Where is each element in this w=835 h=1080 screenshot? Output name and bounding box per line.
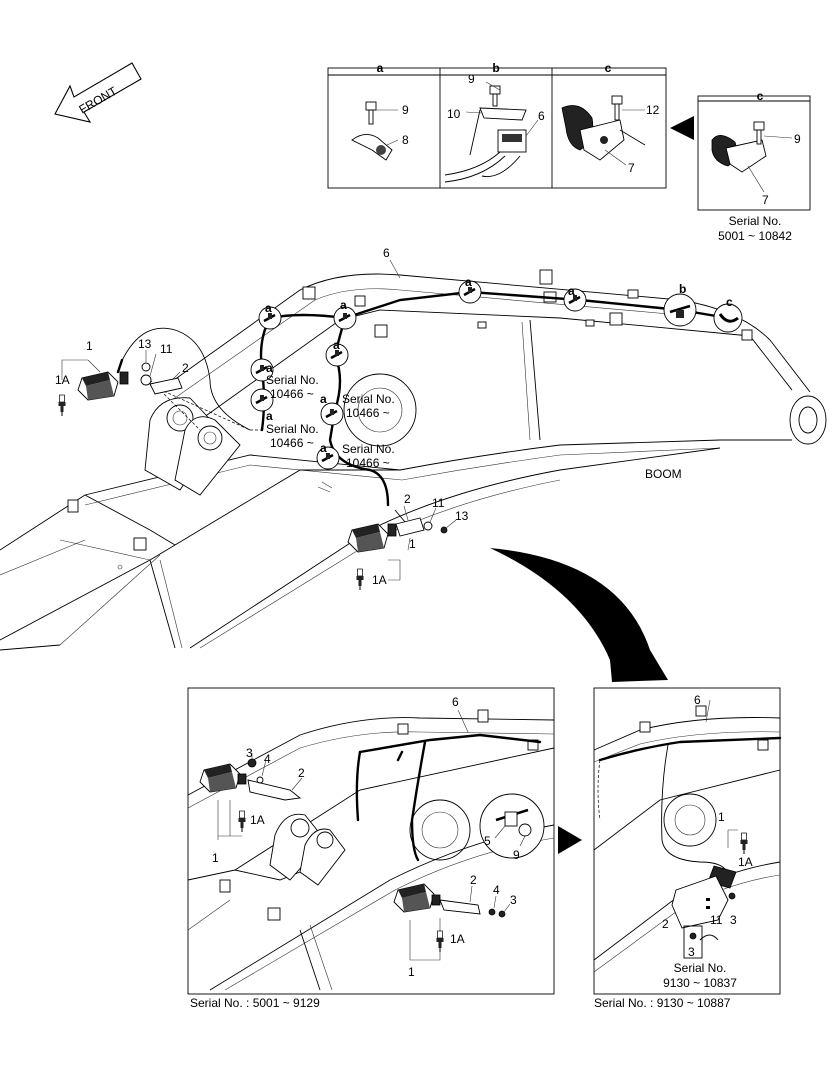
pointer-triangle-icon xyxy=(670,116,694,140)
pointer-triangle-icon xyxy=(558,826,582,854)
callout-6: 6 xyxy=(383,246,390,260)
detail-c-alt-serial-range: 5001 ~ 10842 xyxy=(718,229,792,243)
detail-c-alt-serial-label: Serial No. xyxy=(729,214,782,228)
callout-11: 11 xyxy=(160,342,173,356)
serial-note-range: 10466 ~ xyxy=(346,456,390,470)
detail-c-part-7: 7 xyxy=(628,161,635,175)
inset-left-caption: Serial No. : 5001 ~ 9129 xyxy=(190,996,320,1010)
callout-13-lower: 13 xyxy=(455,509,469,523)
detail-b-drawing xyxy=(444,81,539,183)
detail-b-part-10: 10 xyxy=(447,107,461,121)
detail-c-alt-part-7: 7 xyxy=(762,193,769,207)
inset-left-callout-1ab: 1A xyxy=(450,932,465,946)
detail-a-part-9: 9 xyxy=(402,103,409,117)
inset-right-callout-6: 6 xyxy=(694,693,701,707)
detail-a-letter: a xyxy=(377,61,384,75)
clip-letter-c: c xyxy=(726,295,733,309)
inset-right-caption: Serial No. : 9130 ~ 10887 xyxy=(594,996,731,1010)
serial-note-range: 10466 ~ xyxy=(346,406,390,420)
inset-left-callout-2: 2 xyxy=(298,766,305,780)
detail-c-part-12: 12 xyxy=(646,103,660,117)
inset-left-callout-4b: 4 xyxy=(493,883,500,897)
boom-label: BOOM xyxy=(645,467,682,481)
clip-letter: a xyxy=(340,298,347,312)
inset-right-callout-11: 11 xyxy=(710,913,723,927)
inset-left-callout-5: 5 xyxy=(484,834,491,848)
clip-letter: a xyxy=(333,338,340,352)
clip-letter: a xyxy=(266,409,273,423)
callout-13: 13 xyxy=(138,337,152,351)
inset-right-serial-label: Serial No. xyxy=(674,961,727,975)
callout-2-lower: 2 xyxy=(404,492,411,506)
clip-letter: a xyxy=(320,392,327,406)
inset-left-callout-3b: 3 xyxy=(510,893,517,907)
boom-drawing xyxy=(0,269,827,651)
inset-right-callout-3: 3 xyxy=(730,913,737,927)
serial-note-range: 10466 ~ xyxy=(270,436,314,450)
curved-arrow-icon xyxy=(490,548,668,682)
inset-right-serial-range: 9130 ~ 10837 xyxy=(663,976,737,990)
inset-right-callout-1a: 1A xyxy=(738,855,753,869)
detail-b-part-6: 6 xyxy=(538,109,545,123)
detail-c-alt-letter: c xyxy=(757,89,764,103)
work-lamp-upper xyxy=(58,350,183,417)
clip-letter: a xyxy=(465,275,472,289)
serial-note-label: Serial No. xyxy=(342,442,395,456)
detail-b-letter: b xyxy=(492,61,499,75)
detail-c-alt-panel: c 9 7 xyxy=(697,89,811,211)
clip-letter: a xyxy=(568,284,575,298)
inset-left-callout-6: 6 xyxy=(452,695,459,709)
front-arrow-icon: FRONT xyxy=(54,62,142,123)
detail-a-drawing xyxy=(351,101,399,161)
wiring-harness xyxy=(116,290,730,523)
inset-right-callout-1: 1 xyxy=(718,810,725,824)
callout-1a-lower: 1A xyxy=(372,573,387,587)
inset-left-callout-4: 4 xyxy=(264,752,271,766)
serial-note-range: 10466 ~ xyxy=(270,387,314,401)
inset-right-callout-2: 2 xyxy=(662,917,669,931)
serial-note-label: Serial No. xyxy=(342,392,395,406)
clip-letter: a xyxy=(265,301,272,315)
serial-notes: Serial No. 10466 ~ Serial No. 10466 ~ Se… xyxy=(266,373,395,470)
callout-2: 2 xyxy=(182,361,189,375)
serial-note-label: Serial No. xyxy=(266,373,319,387)
callout-11-lower: 11 xyxy=(432,496,445,510)
clip-letter-b: b xyxy=(679,282,686,296)
callout-1: 1 xyxy=(86,339,93,353)
detail-c-letter: c xyxy=(605,61,612,75)
harness-clips xyxy=(249,279,743,471)
serial-note-label: Serial No. xyxy=(266,422,319,436)
detail-c-alt-part-9: 9 xyxy=(794,132,801,146)
clip-letter: a xyxy=(320,441,327,455)
inset-right xyxy=(593,687,782,995)
clip-letters: a a a a a a a a a b c xyxy=(265,275,733,455)
inset-left-callout-3: 3 xyxy=(246,746,253,760)
work-lamp-lower xyxy=(317,481,457,591)
inset-left xyxy=(187,687,555,995)
inset-left-callout-1: 1 xyxy=(212,851,219,865)
detail-b-part-9: 9 xyxy=(468,72,475,86)
inset-right-callout-3b: 3 xyxy=(688,945,695,959)
inset-left-callout-1b: 1 xyxy=(408,965,415,979)
callout-1-lower: 1 xyxy=(409,537,416,551)
inset-left-callout-1a: 1A xyxy=(250,813,265,827)
detail-c-drawing xyxy=(561,95,646,166)
inset-left-callout-2b: 2 xyxy=(470,873,477,887)
inset-left-callout-9: 9 xyxy=(513,848,520,862)
detail-a-part-8: 8 xyxy=(402,133,409,147)
callout-1a: 1A xyxy=(55,373,70,387)
detail-panel: a b c 9 8 9 10 xyxy=(327,61,667,189)
clip-letter: a xyxy=(266,361,273,375)
